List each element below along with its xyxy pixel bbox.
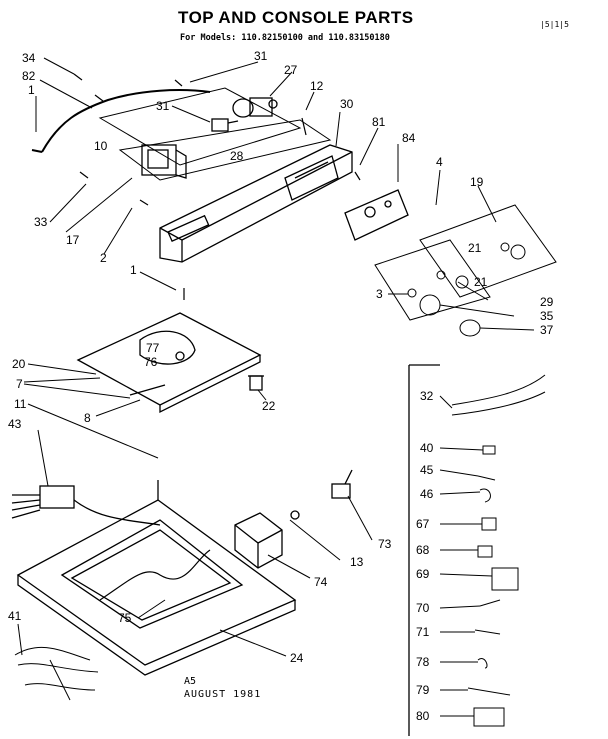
callout-70: 70 (416, 601, 430, 615)
control-insert (344, 189, 409, 241)
callout-76: 76 (144, 355, 158, 369)
footer-page-code: A5 (184, 676, 197, 687)
wire-harness-43 (11, 485, 161, 526)
callout-79: 79 (416, 683, 430, 697)
wire-end (31, 149, 43, 153)
callout-27: 27 (284, 63, 298, 77)
callout-73: 73 (378, 537, 392, 551)
callout-41: 41 (8, 609, 22, 623)
leveling-foot (248, 375, 264, 391)
callout-24: 24 (290, 651, 304, 665)
callout-21a: 21 (468, 241, 482, 255)
callout-13: 13 (350, 555, 364, 569)
callout-31b: 31 (156, 99, 170, 113)
wire-harness-41 (14, 646, 99, 701)
callout-29: 29 (540, 295, 554, 309)
callout-35: 35 (540, 309, 554, 323)
leader-lines (17, 57, 535, 717)
knob-assembly (374, 204, 557, 337)
callout-21b: 21 (474, 275, 488, 289)
lid-switch-bracket (234, 512, 283, 569)
callout-68: 68 (416, 543, 430, 557)
callout-labels: 34 31 27 82 12 1 30 81 84 31 4 19 10 28 … (8, 49, 554, 723)
switch-part (232, 97, 278, 118)
callout-8: 8 (84, 411, 91, 425)
screw-group-top (73, 73, 361, 300)
callout-19: 19 (470, 175, 484, 189)
callout-43: 43 (8, 417, 22, 431)
callout-10: 10 (94, 139, 108, 153)
callout-46: 46 (420, 487, 434, 501)
timer-part (141, 144, 187, 179)
diagram-subtitle: For Models: 110.82150100 and 110.8315018… (180, 33, 390, 43)
washer-top (16, 480, 297, 676)
callout-81: 81 (372, 115, 386, 129)
callout-84: 84 (402, 131, 416, 145)
callout-75: 75 (118, 611, 132, 625)
diagram-title: TOP AND CONSOLE PARTS (178, 8, 414, 27)
callout-37: 37 (540, 323, 554, 337)
callout-4: 4 (436, 155, 443, 169)
callout-11: 11 (14, 397, 27, 411)
callout-31a: 31 (254, 49, 268, 63)
callout-74: 74 (314, 575, 328, 589)
lid-switch (290, 469, 353, 520)
callout-22: 22 (262, 399, 276, 413)
switch-small-part (211, 118, 239, 132)
callout-17: 17 (66, 233, 80, 247)
footer-date: AUGUST 1981 (184, 689, 262, 700)
callout-69: 69 (416, 567, 430, 581)
callout-80: 80 (416, 709, 430, 723)
callout-7: 7 (16, 377, 23, 391)
callout-2: 2 (100, 251, 107, 265)
callout-71: 71 (416, 625, 430, 639)
callout-28: 28 (230, 149, 244, 163)
callout-33: 33 (34, 215, 48, 229)
callout-67: 67 (416, 517, 430, 531)
top-cover (76, 312, 262, 414)
callout-34: 34 (22, 51, 36, 65)
callout-45: 45 (420, 463, 434, 477)
wire-harness-75 (99, 549, 211, 601)
callout-77: 77 (146, 341, 160, 355)
callout-1a: 1 (28, 83, 35, 97)
parts-list-box (408, 364, 440, 736)
console-backplate (98, 87, 332, 181)
callout-12: 12 (310, 79, 324, 93)
callout-40: 40 (420, 441, 434, 455)
callout-32: 32 (420, 389, 434, 403)
callout-30: 30 (340, 97, 354, 111)
callout-78: 78 (416, 655, 430, 669)
callout-1b: 1 (130, 263, 137, 277)
callout-82: 82 (22, 69, 36, 83)
parts-list-icons (451, 374, 546, 727)
console-panel (159, 144, 353, 263)
callout-20: 20 (12, 357, 26, 371)
callout-3: 3 (376, 287, 383, 301)
wire-harness-top (41, 89, 211, 153)
corner-mark: |5|1|5 (540, 20, 569, 29)
